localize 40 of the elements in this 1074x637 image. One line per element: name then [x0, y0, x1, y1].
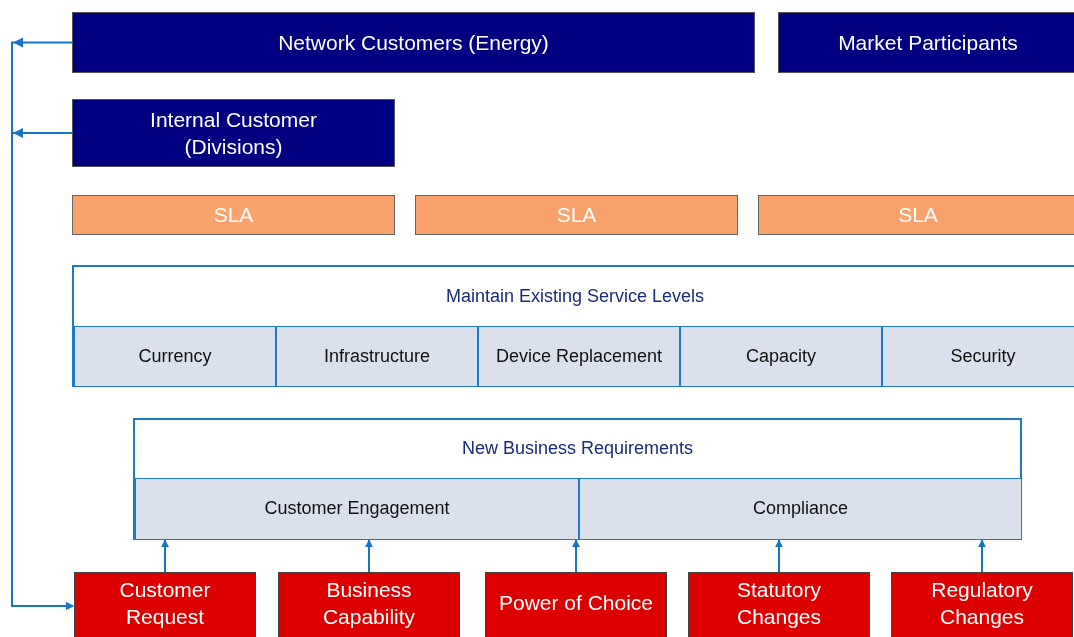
box-label: Customer Request — [118, 576, 212, 630]
sla-bar — [72, 195, 395, 235]
box-label: Currency — [137, 344, 213, 368]
box-label: Internal Customer (Divisions) — [149, 106, 318, 160]
box-label: Statutory Changes — [735, 576, 823, 630]
driver-box — [485, 572, 667, 637]
customer-box — [72, 12, 755, 73]
group-title: New Business Requirements — [460, 437, 695, 461]
box-label: Device Replacement — [494, 344, 664, 368]
group-panel — [133, 418, 1022, 540]
driver-box — [278, 572, 460, 637]
customer-box — [72, 99, 395, 167]
category-cell — [135, 478, 579, 540]
box-label: Regulatory Changes — [930, 576, 1034, 630]
box-label: Security — [949, 344, 1017, 368]
sla-bar — [415, 195, 738, 235]
box-label: Capacity — [745, 344, 817, 368]
category-cell — [74, 326, 276, 387]
box-label: Network Customers (Energy) — [277, 29, 550, 56]
category-cell — [680, 326, 882, 387]
box-label: Business Capability — [321, 576, 417, 630]
customer-box — [778, 12, 1074, 73]
box-label: Market Participants — [837, 29, 1019, 56]
category-cell — [579, 478, 1022, 540]
category-cell — [276, 326, 478, 387]
box-label: Power of Choice — [497, 590, 655, 617]
category-cell — [882, 326, 1074, 387]
box-label: SLA — [212, 202, 255, 229]
driver-box — [891, 572, 1073, 637]
sla-bar — [758, 195, 1074, 235]
group-title: Maintain Existing Service Levels — [444, 284, 706, 308]
driver-box — [688, 572, 870, 637]
box-label: SLA — [555, 202, 598, 229]
box-label: Customer Engagement — [263, 497, 451, 521]
box-label: SLA — [897, 202, 939, 229]
group-panel — [72, 265, 1074, 387]
driver-box — [74, 572, 256, 637]
box-label: Compliance — [751, 497, 849, 521]
category-cell — [478, 326, 680, 387]
box-label: Infrastructure — [322, 344, 431, 368]
